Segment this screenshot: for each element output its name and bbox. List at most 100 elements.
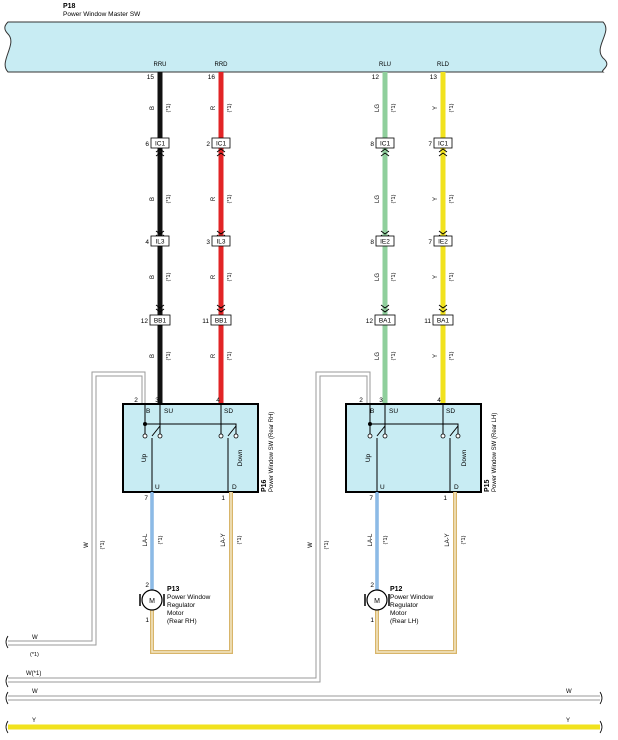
svg-text:11: 11 <box>424 318 431 325</box>
svg-text:D: D <box>232 484 237 491</box>
wire-mark: (*1) <box>166 194 172 203</box>
wire-mark: (*1) <box>391 272 397 281</box>
connector-ie2: IE2 7 <box>428 230 453 247</box>
svg-text:8: 8 <box>370 239 374 246</box>
connector-row-3: BB1 12 BB1 11 BA1 12 BA1 11 <box>141 304 454 326</box>
connector-row-2: IL3 4 IL3 3 IE2 8 IE2 7 <box>145 230 453 247</box>
svg-text:6: 6 <box>145 141 149 148</box>
wire-label: R <box>211 105 217 110</box>
wire-label: Y <box>433 197 439 201</box>
wire-label: Y <box>433 354 439 358</box>
wire-mark: (*1) <box>449 194 455 203</box>
svg-text:IL3: IL3 <box>216 239 225 246</box>
svg-text:SU: SU <box>164 408 173 415</box>
svg-text:BA1: BA1 <box>379 318 392 325</box>
wire-mark: (*1) <box>383 535 389 544</box>
motor-rear-lh: 2 M 1 P12 Power Window Regulator Motor (… <box>364 582 434 625</box>
connector-ic1: IC1 7 <box>428 137 453 157</box>
svg-text:1: 1 <box>370 617 374 624</box>
svg-text:SU: SU <box>389 408 398 415</box>
w-wire-rh <box>8 371 146 646</box>
wire-label: LG <box>375 195 381 203</box>
wire-labels: B (*1) R (*1) LG (*1) Y (*1) B (*1) R (*… <box>150 103 455 360</box>
switch-rear-rh: 2 3 4 B SU SD Up Down U D 7 1 P16 Power … <box>122 397 275 502</box>
wire-mark: (*1) <box>449 351 455 360</box>
switch-rear-lh: 2 3 4 B SU SD Up Down U D 7 1 P15 Power … <box>345 397 498 502</box>
connector-ba1: BA1 12 <box>366 304 396 326</box>
svg-text:4: 4 <box>216 397 220 404</box>
master-switch-box <box>4 21 608 73</box>
connector-ic1: IC1 2 <box>206 137 231 157</box>
svg-text:3: 3 <box>155 397 159 404</box>
svg-text:IL3: IL3 <box>155 239 164 246</box>
svg-text:2: 2 <box>206 141 210 148</box>
wire-mark: (*1) <box>166 103 172 112</box>
svg-text:U: U <box>380 484 385 491</box>
pin-16: 16 <box>208 74 216 81</box>
svg-text:1: 1 <box>443 495 447 502</box>
connector-bb1: BB1 11 <box>202 304 232 326</box>
bus-w1-mark: (*1) <box>30 652 39 658</box>
signal-rld: RLD <box>437 62 450 68</box>
wire-label: R <box>211 274 217 279</box>
wire-mark: (*1) <box>158 535 164 544</box>
connector-il3: IL3 4 <box>145 230 170 247</box>
svg-text:2: 2 <box>359 397 363 404</box>
wire-mark: (*1) <box>227 194 233 203</box>
wire-label: B <box>150 354 156 358</box>
svg-text:Power Window SW (Rear RH): Power Window SW (Rear RH) <box>269 412 275 492</box>
svg-text:BB1: BB1 <box>154 318 167 325</box>
wire-mark: (*1) <box>227 272 233 281</box>
wire-label: LG <box>375 273 381 281</box>
connector-row-1: IC1 6 IC1 2 IC1 8 IC1 7 <box>145 137 453 157</box>
bus-wires: W (*1) W(*1) W W Y Y <box>5 635 603 734</box>
signal-rru: RRU <box>154 62 167 68</box>
svg-text:7: 7 <box>144 495 148 502</box>
connector-bb1: BB1 12 <box>141 304 171 326</box>
motor-icon <box>366 589 388 611</box>
svg-text:M: M <box>374 598 380 605</box>
signal-rrd: RRD <box>215 62 229 68</box>
svg-text:Regulator: Regulator <box>390 602 419 609</box>
wire-mark: (*1) <box>461 535 467 544</box>
w-label-lh: W <box>308 542 314 548</box>
wire-label: Y <box>433 275 439 279</box>
svg-text:1: 1 <box>145 617 149 624</box>
wire-label: B <box>150 106 156 110</box>
svg-text:Motor: Motor <box>167 610 184 617</box>
svg-text:Power Window: Power Window <box>390 594 434 601</box>
bus-w3-label: W <box>32 689 38 695</box>
svg-text:3: 3 <box>379 397 383 404</box>
svg-text:IC1: IC1 <box>438 141 449 148</box>
wire-mark: (*1) <box>449 272 455 281</box>
motor-wires-rh <box>150 492 233 654</box>
svg-text:2: 2 <box>134 397 138 404</box>
wire-mark: (*1) <box>449 103 455 112</box>
svg-text:P15: P15 <box>484 479 491 492</box>
wire-label-la-l-rh: LA-L <box>143 533 149 546</box>
svg-text:IE2: IE2 <box>380 239 390 246</box>
w-label-rh: W <box>84 542 90 548</box>
svg-text:3: 3 <box>206 239 210 246</box>
bus-y-label-right: Y <box>566 718 570 724</box>
motor-wires-lh <box>375 492 457 654</box>
connector-ic1: IC1 6 <box>145 137 170 157</box>
svg-text:IE2: IE2 <box>438 239 448 246</box>
connector-ie2: IE2 8 <box>370 230 395 247</box>
motor-icon <box>141 589 163 611</box>
w-wire-lh <box>8 371 371 683</box>
svg-text:8: 8 <box>370 141 374 148</box>
svg-text:4: 4 <box>145 239 149 246</box>
svg-text:(Rear RH): (Rear RH) <box>167 618 197 625</box>
svg-text:SD: SD <box>224 408 233 415</box>
wire-label: Y <box>433 106 439 110</box>
svg-text:P16: P16 <box>261 479 268 492</box>
connector-ba1: BA1 11 <box>424 304 454 326</box>
pin-12: 12 <box>372 74 380 81</box>
svg-text:1: 1 <box>221 495 225 502</box>
w-mark-rh: (*1) <box>100 540 106 549</box>
svg-text:(Rear LH): (Rear LH) <box>390 618 419 625</box>
wire-label-la-y-lh: LA-Y <box>445 533 451 546</box>
svg-text:Up: Up <box>141 453 148 462</box>
svg-text:M: M <box>149 598 155 605</box>
